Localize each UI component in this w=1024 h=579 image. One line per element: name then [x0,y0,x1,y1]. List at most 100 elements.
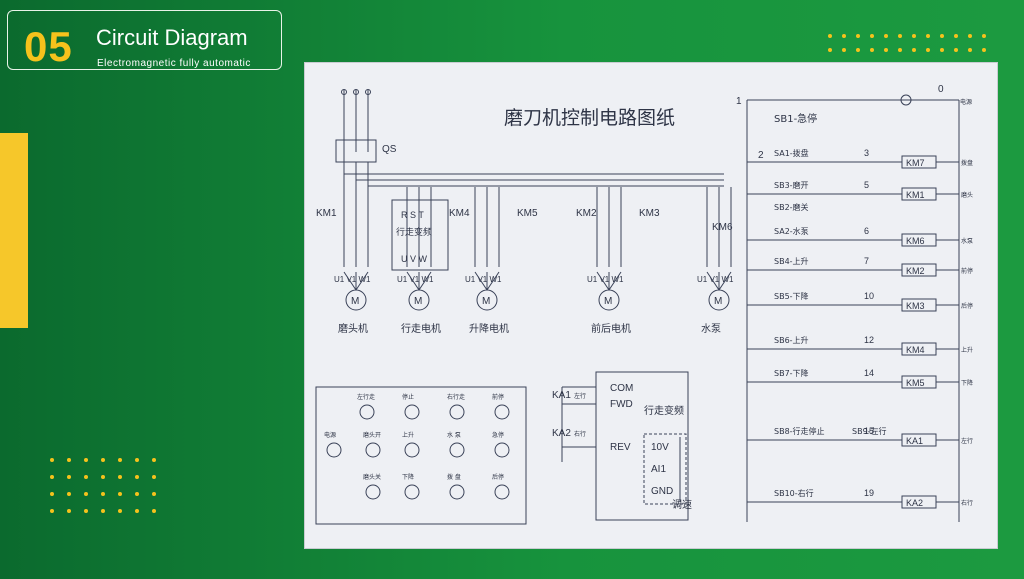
decor-dot [884,48,888,52]
ladder-node-1: 1 [736,96,742,107]
contactor-km1: KM1 [316,208,337,219]
decor-dot [152,458,156,462]
panel-button [404,484,420,500]
motor-label: 水泵 [701,323,721,335]
decor-dot [84,458,88,462]
ladder-node: 15 [864,426,874,436]
decor-dot [67,475,71,479]
panel-button [359,404,375,420]
switch-label: SA1-拨盘 [774,148,809,158]
rung-label: 水泵 [961,237,973,245]
vfd-ka2: KA2 [552,428,571,439]
motor-label: 前后电机 [591,322,631,335]
motor-icon [408,289,430,311]
switch-label: SB3-磨开 [774,180,809,190]
ladder-node: 14 [864,368,874,378]
coil-label: KM2 [906,266,925,276]
coil-symbol [901,187,937,201]
decor-dot [152,475,156,479]
coil-label: KM5 [906,378,925,388]
decor-dot [67,458,71,462]
coil-label: KM3 [906,301,925,311]
vfd-ka1: KA1 [552,390,571,401]
decor-dot [842,48,846,52]
section-number: 05 [24,23,73,70]
switch-label: SB5-下降 [774,291,809,301]
decor-dot [50,492,54,496]
panel-button-label: 拨 盘 [447,473,461,481]
panel-button-label: 磨头关 [363,473,381,481]
switch-label: SA2-水泵 [774,226,809,236]
motor-icon [345,289,367,311]
vfd-ai1: AI1 [651,464,666,475]
panel-button-label: 停止 [402,393,414,401]
vfd-left: 左行 [574,392,586,400]
contactor-km4: KM4 [449,208,470,219]
decor-dot [884,34,888,38]
contactor-km2: KM2 [576,208,597,219]
motor-symbol: M [714,296,722,307]
motor-icon [708,289,730,311]
switch-label-sb2: SB2-磨关 [774,202,809,212]
coil-symbol [901,433,937,447]
panel-button [404,442,420,458]
motor-label: 升降电机 [469,322,509,335]
ladder-node-0: 0 [938,84,944,95]
slide-title: Circuit Diagram [96,25,248,50]
contactor-km6: KM6 [712,222,733,233]
motor-icon [598,289,620,311]
decor-dot [84,492,88,496]
panel-button-label: 上升 [402,431,414,439]
coil-symbol [901,233,937,247]
coil-symbol [901,298,937,312]
motor-label: 行走电机 [401,322,441,335]
panel-button-label: 电源 [324,431,336,439]
decor-dot [101,475,105,479]
panel-button [326,442,342,458]
terminal-label: U1 V1 W1 [465,275,502,284]
switch-label: SB7-下降 [774,368,809,378]
inverter-name: 行走变频 [396,226,432,238]
panel-button-label: 右行走 [447,393,465,401]
control-panel: 左行走停止右行走前停电源磨头开上升水 泵急停磨头关下降拨 盘后停 [315,386,527,525]
breaker-label: QS [382,144,397,155]
coil-label: KA1 [906,436,923,446]
ladder-node-2: 2 [758,150,764,161]
contactor-km5: KM5 [517,208,538,219]
vfd-gnd: GND [651,486,673,497]
ladder-node: 6 [864,226,869,236]
decor-dot [152,492,156,496]
coil-symbol [901,155,937,169]
decor-dot [856,48,860,52]
ladder-node: 7 [864,256,869,266]
rung-label: 前停 [961,267,973,275]
decor-dot [101,509,105,513]
ladder-node: 10 [864,291,874,301]
panel-button-label: 磨头开 [363,431,381,439]
decor-dot [50,458,54,462]
motor-symbol: M [351,296,359,307]
switch-label: SB8-行走停止 [774,426,825,436]
decor-dot [940,34,944,38]
decor-dot [101,492,105,496]
vfd-name: 行走变频 [644,404,684,417]
switch-label-sb9: SB9-左行 [852,426,887,436]
panel-button-label: 急停 [492,431,504,439]
decor-dot [50,475,54,479]
panel-button [449,404,465,420]
decor-dot [67,492,71,496]
decor-dot [50,509,54,513]
decor-dot [912,48,916,52]
decor-dot [926,48,930,52]
motor-label: 磨头机 [338,322,368,335]
panel-button-label: 前停 [492,393,504,401]
rung-label: 下降 [961,379,973,387]
vfd-10v: 10V [651,442,669,453]
rung-label: 右行 [961,499,973,507]
decor-dot [968,34,972,38]
motor-symbol: M [604,296,612,307]
vfd-right: 右行 [574,430,586,438]
panel-button [449,484,465,500]
decor-dot [926,34,930,38]
